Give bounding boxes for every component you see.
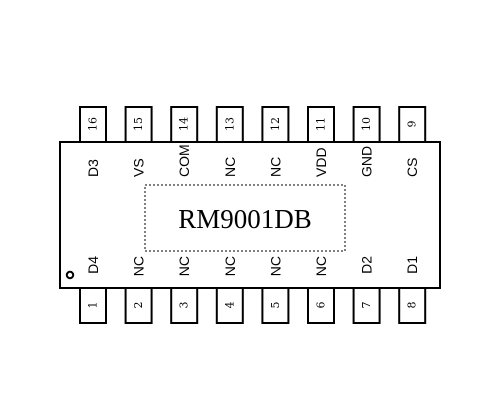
chip-body — [59, 141, 441, 289]
pin-label: D1 — [404, 256, 420, 274]
pin-lead — [307, 106, 335, 143]
pin-label: VS — [131, 158, 147, 177]
pin-number: 1 — [87, 302, 100, 309]
pin-label: GND — [359, 146, 375, 177]
pin-lead — [170, 287, 199, 324]
top-pin-9: 9CS — [398, 106, 427, 177]
pin-number: 15 — [132, 117, 145, 131]
pin-lead — [261, 106, 290, 143]
bottom-pin-1: 1 D4 — [79, 256, 107, 324]
pin-lead — [124, 287, 153, 324]
pin-label: NC — [313, 256, 329, 276]
pin-label: NC — [222, 157, 238, 177]
marking-area — [144, 184, 346, 252]
pin-lead — [352, 287, 381, 324]
bottom-pin-8: 8 D1 — [398, 256, 427, 324]
pin-lead — [79, 106, 107, 143]
pin-number: 12 — [269, 117, 282, 131]
bottom-pin-4: 4 NC — [215, 256, 244, 324]
pin-lead — [170, 106, 199, 143]
pin1-marker-dot — [65, 270, 75, 280]
pin-label: NC — [176, 256, 192, 276]
bottom-pin-3: 3 NC — [170, 256, 199, 324]
pin-number: 6 — [315, 302, 328, 309]
pin-number: 9 — [406, 121, 419, 128]
chip-name: RM9001DB — [178, 204, 312, 234]
pin-label: D3 — [85, 159, 101, 177]
pin-lead — [352, 106, 381, 143]
pin-label: NC — [131, 256, 147, 276]
pin-number: 14 — [178, 117, 191, 131]
pin-label: NC — [222, 256, 238, 276]
pin-number: 4 — [223, 302, 236, 309]
pin-label: CS — [404, 158, 420, 177]
pin-lead — [79, 287, 107, 324]
pin-label: NC — [267, 157, 283, 177]
pin-number: 11 — [315, 117, 328, 131]
pin-number: 13 — [223, 117, 236, 131]
pin-number: 10 — [360, 117, 373, 131]
bottom-pin-6: 6 NC — [307, 256, 335, 324]
pin-lead — [261, 287, 290, 324]
pin-label: D2 — [359, 256, 375, 274]
bottom-pin-row: 1 D4 2 NC 3 NC 4 NC 5 NC 6 NC 7 D2 8 D1 — [79, 256, 427, 324]
pin-lead — [215, 287, 244, 324]
pin-label: COM — [176, 144, 192, 177]
bottom-pin-2: 2 NC — [124, 256, 153, 324]
bottom-pin-5: 5 NC — [261, 256, 290, 324]
pin-lead — [307, 287, 335, 324]
pin-lead — [124, 106, 153, 143]
pin-lead — [215, 106, 244, 143]
pin-number: 2 — [132, 302, 145, 309]
pin-number: 8 — [406, 302, 419, 309]
pin-number: 7 — [360, 302, 373, 309]
pin-lead — [398, 106, 427, 143]
pin-number: 16 — [87, 117, 100, 131]
pin-label: VDD — [313, 147, 329, 177]
pin-number: 5 — [269, 302, 282, 309]
pin-lead — [398, 287, 427, 324]
pin-label: NC — [267, 256, 283, 276]
pin-label: D4 — [85, 256, 101, 274]
pin-number: 3 — [178, 302, 191, 309]
bottom-pin-7: 7 D2 — [352, 256, 381, 324]
